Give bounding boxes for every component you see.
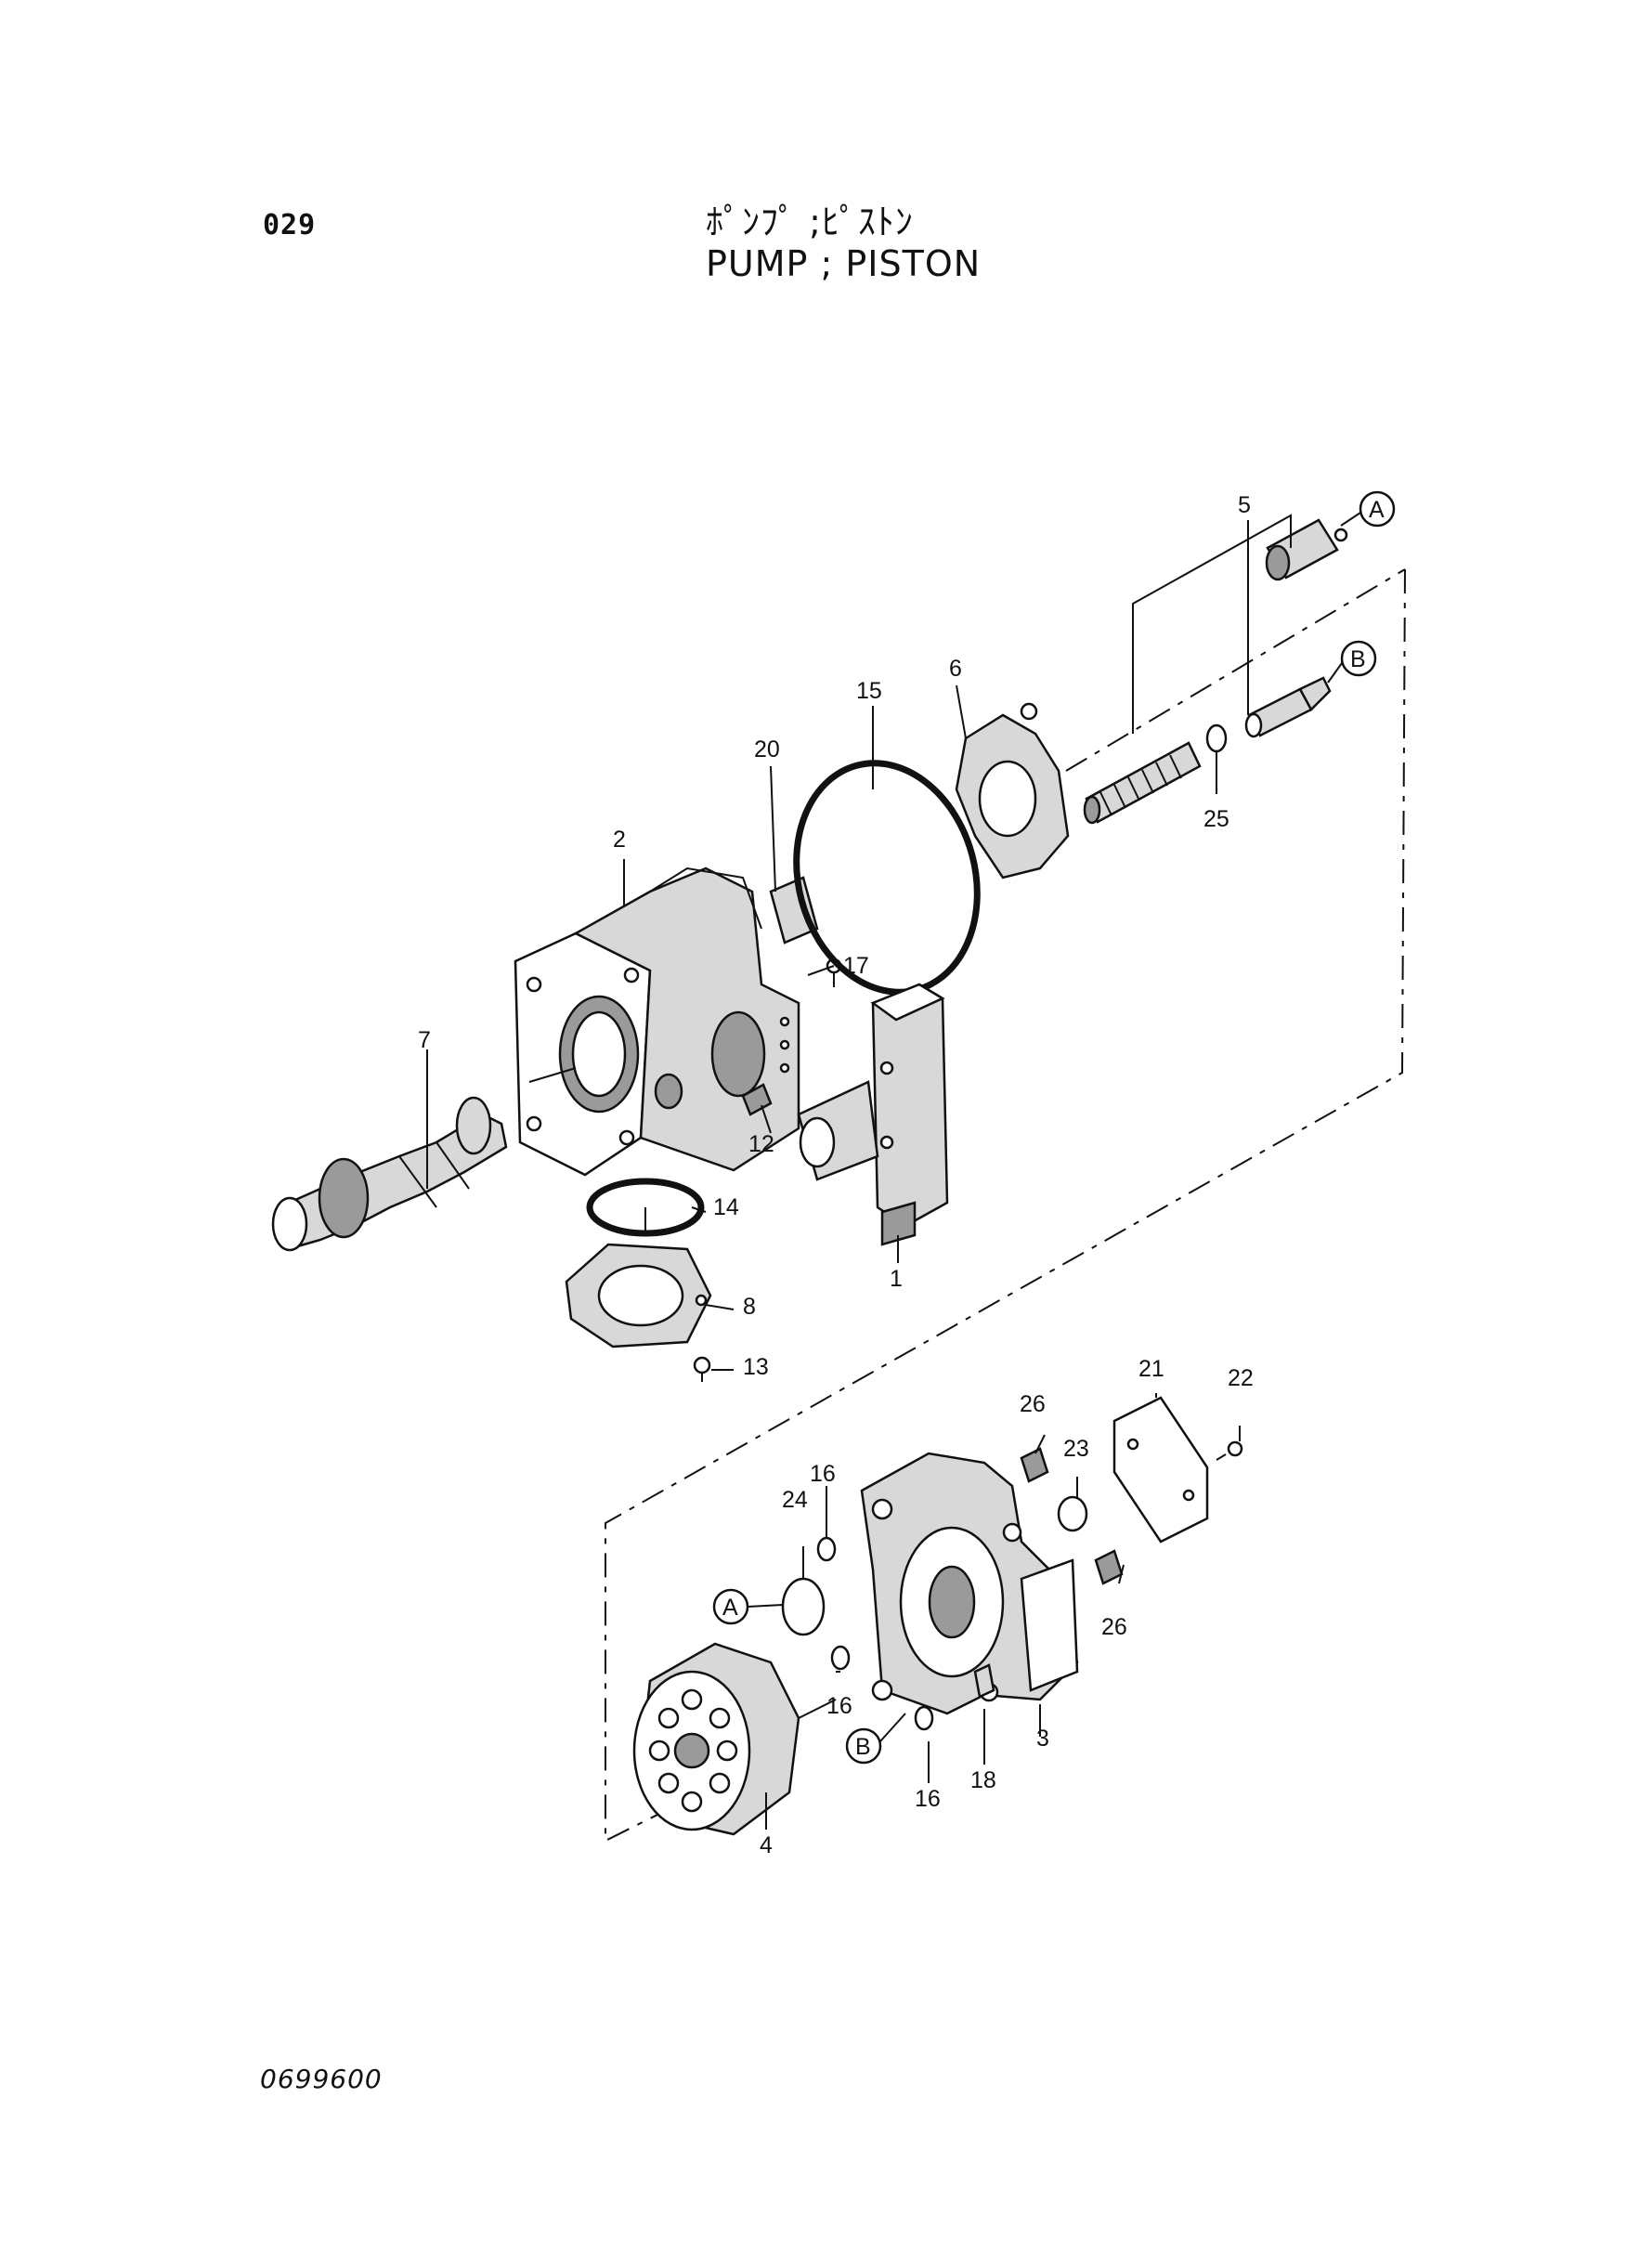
reference-marker-a-top: A [1340, 490, 1396, 528]
callout-25: 25 [1203, 806, 1229, 832]
svg-text:B: B [1350, 646, 1366, 672]
callout-17: 17 [843, 953, 869, 979]
callout-5: 5 [1238, 492, 1251, 518]
callout-22: 22 [1228, 1365, 1254, 1391]
plug-part-12 [741, 1083, 773, 1116]
screw-part-22 [1216, 1440, 1243, 1461]
callout-26b: 26 [1101, 1614, 1127, 1640]
page-number: 029 [263, 209, 317, 241]
assembly-boundary-top [1065, 568, 1406, 772]
drive-shaft-part [271, 1096, 508, 1252]
regulator-part [797, 983, 949, 1246]
callout-8: 8 [743, 1294, 756, 1320]
plug-part-26a [1020, 1447, 1049, 1483]
callout-12: 12 [748, 1131, 774, 1157]
pump-casing-part [514, 866, 800, 1177]
ring-part-25 [1205, 723, 1228, 753]
callout-23: 23 [1063, 1436, 1089, 1462]
o-ring-part-16c [914, 1705, 934, 1731]
reference-marker-a-bottom: A [712, 1588, 784, 1625]
stud-part-18 [973, 1663, 995, 1699]
callout-18: 18 [970, 1767, 996, 1793]
callout-7: 7 [418, 1027, 431, 1053]
cover-plate-part-21 [1112, 1396, 1209, 1544]
callout-2: 2 [613, 827, 626, 853]
callout-16a: 16 [810, 1461, 836, 1487]
callout-20: 20 [754, 736, 780, 762]
valve-block-part [860, 1452, 1079, 1715]
reference-marker-b-top: B [1327, 640, 1377, 684]
ring-part-24 [781, 1577, 826, 1636]
callout-1: 1 [890, 1266, 903, 1292]
plug-part-26b [1094, 1549, 1124, 1585]
o-ring-part-16a [816, 1536, 837, 1562]
drawing-code: 0699600 [260, 2064, 383, 2094]
svg-text:A: A [722, 1595, 738, 1621]
o-ring-part-23 [1057, 1495, 1088, 1532]
callout-16c: 16 [915, 1786, 941, 1812]
spring-part [1083, 741, 1202, 825]
cylinder-block-part [632, 1642, 800, 1836]
callout-15: 15 [856, 678, 882, 704]
swash-plate-part [955, 702, 1070, 879]
reference-marker-b-bottom: B [845, 1713, 906, 1765]
callout-4: 4 [760, 1832, 773, 1858]
leader-lines [426, 514, 1292, 1830]
assembly-boundary [605, 568, 1406, 1843]
title-english: PUMP ; PISTON [706, 243, 982, 284]
svg-text:B: B [855, 1734, 871, 1760]
callout-16b: 16 [826, 1693, 852, 1719]
callout-6: 6 [949, 656, 962, 682]
plate-part-20 [769, 876, 819, 945]
callout-13: 13 [743, 1354, 769, 1380]
piston-part-a [1265, 518, 1348, 581]
svg-text:A: A [1369, 497, 1385, 523]
callout-21: 21 [1138, 1356, 1164, 1382]
o-ring-part-16b [830, 1645, 851, 1671]
bolt-part-13 [693, 1356, 711, 1382]
callout-26a: 26 [1020, 1391, 1046, 1417]
seal-cover-part [565, 1243, 712, 1348]
title-japanese: ﾎﾟﾝﾌﾟ ;ﾋﾟｽﾄﾝ [706, 202, 914, 242]
pin-part-5 [1244, 676, 1332, 738]
callout-3: 3 [1036, 1726, 1049, 1752]
callout-24: 24 [782, 1487, 808, 1513]
callout-14: 14 [713, 1194, 739, 1220]
